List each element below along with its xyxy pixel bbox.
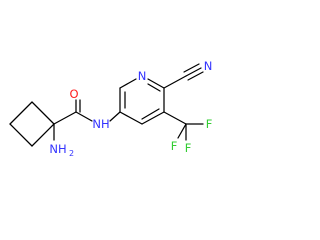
bond-pyr-6 bbox=[119, 111, 143, 125]
bond-c-cf3 bbox=[163, 111, 187, 125]
bond-cn-2 bbox=[183, 63, 200, 73]
fluorine-3-label: F bbox=[171, 139, 178, 153]
bond-cn-1 bbox=[185, 67, 202, 77]
bond-ring-b bbox=[31, 101, 55, 125]
amine-subscript: 2 bbox=[69, 149, 74, 158]
bond-pyr-3 bbox=[147, 78, 165, 89]
bond-c-carbonyl bbox=[53, 111, 77, 125]
bond-cn-3 bbox=[187, 71, 204, 81]
bond-ring-d bbox=[9, 123, 33, 147]
pyridine-n-label: N bbox=[138, 69, 147, 83]
bond-c-nh bbox=[75, 111, 93, 122]
bond-pyr-5 bbox=[141, 111, 165, 125]
amide-nh-label: NH bbox=[92, 117, 109, 131]
bond-nh-pyr bbox=[109, 111, 121, 122]
amine-label: NH bbox=[49, 142, 66, 156]
fluorine-2-label: F bbox=[185, 141, 192, 155]
bond-pyr-5-inner bbox=[141, 108, 160, 120]
fluorine-1-label: F bbox=[206, 117, 213, 131]
nitrile-n-label: N bbox=[204, 59, 213, 73]
bond-ring-c bbox=[31, 123, 55, 147]
bond-ring-a bbox=[9, 101, 33, 125]
bond-cf-3 bbox=[177, 123, 187, 139]
bond-c-cn bbox=[163, 75, 187, 89]
oxygen-label: O bbox=[69, 87, 78, 101]
bond-pyr-2 bbox=[119, 78, 137, 89]
bond-pyr-3-inner bbox=[147, 83, 161, 92]
